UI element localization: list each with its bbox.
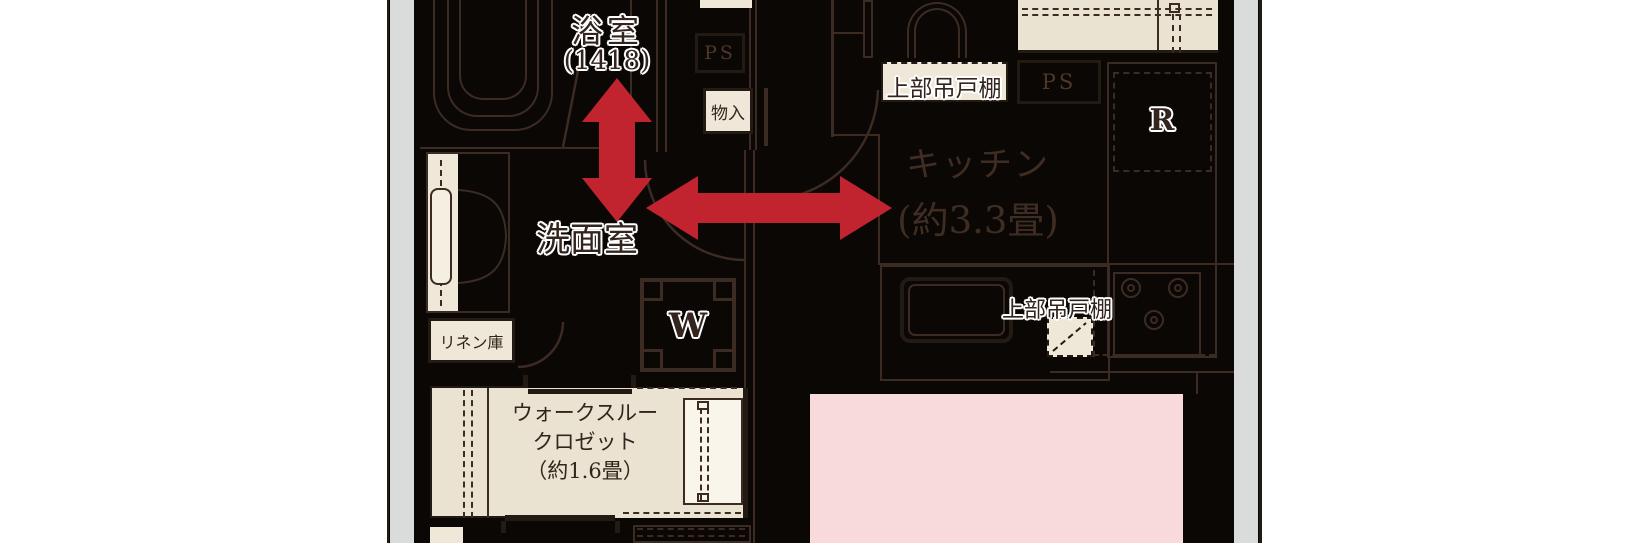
pipe-space-dash-2 <box>707 408 709 500</box>
ps-top-label: PS <box>704 42 736 64</box>
closet-bottom-jamb-1 <box>501 521 506 533</box>
wash-basin <box>430 188 452 285</box>
closet-vert-dash-1 <box>1172 14 1174 53</box>
kitchen-size-label: (約3.3畳) <box>897 199 1059 242</box>
plan-edge-left <box>387 0 389 543</box>
bathtub-middle <box>447 0 539 117</box>
kitchen-counter <box>880 265 1110 381</box>
sink-inner <box>908 284 1005 336</box>
closet-label: ウォークスルー クロゼット （約1.6畳） <box>460 399 710 486</box>
entry-column <box>863 0 873 58</box>
balcony-strip-left <box>390 0 414 543</box>
bathtub-outer <box>433 0 553 131</box>
washer-label: W <box>668 306 708 346</box>
sink-outer <box>900 277 1013 343</box>
bottom-step-dash-1 <box>637 528 745 530</box>
washer-corner-tl <box>641 279 663 301</box>
stove-burner-3 <box>1144 310 1164 330</box>
washer-corner-tr <box>713 279 735 301</box>
balcony-strip-right <box>1234 0 1258 543</box>
ps-shaft-top: PS <box>695 33 745 73</box>
closet-top-line <box>430 386 524 388</box>
wall-kitchen-h <box>832 134 880 136</box>
pipe-space-box <box>683 398 743 505</box>
upper-cabinet-1-label: 上部吊戸棚 <box>886 76 1002 102</box>
stove-burner-2 <box>1168 278 1188 298</box>
wall-hall-1 <box>656 0 658 152</box>
closet-label-line1: ウォークスルー <box>511 401 659 425</box>
closet-top-jamb-1 <box>523 375 528 388</box>
bottom-left-fragment <box>430 527 463 543</box>
linen-label: リネン庫 <box>439 332 504 352</box>
pipe-cap-top <box>697 401 709 410</box>
wall-hall-2 <box>665 0 667 152</box>
toilet-outline-inner <box>914 8 960 58</box>
fridge-space-box <box>1113 72 1212 172</box>
closet-right-edge <box>743 388 748 518</box>
vanity-counter <box>426 152 510 313</box>
plan-edge-right <box>1259 0 1262 543</box>
ps-right-label: PS <box>1041 70 1077 94</box>
closet-top-jamb-2 <box>631 375 636 388</box>
closet-hanger-dash-1 <box>463 390 465 518</box>
closet-bottom-dash <box>623 512 741 514</box>
toilet-outline-outer <box>907 2 967 58</box>
closet-top-dash <box>637 387 737 389</box>
closet-bottom-jamb-2 <box>615 521 620 533</box>
wall-entry-h <box>832 32 865 34</box>
bottom-step-box <box>633 525 751 543</box>
storage-box: 物入 <box>703 88 753 134</box>
closet-inner-line <box>487 388 489 518</box>
wall-pink-top <box>1050 371 1234 373</box>
upper-cabinet-2-label: 上部吊戸棚 <box>1001 298 1112 323</box>
closet-hanger-dash-2 <box>471 390 473 518</box>
wall-right-of-washer-a <box>744 150 746 390</box>
pipe-space-dash-1 <box>700 408 702 500</box>
stove-burner-1 <box>1121 278 1141 298</box>
kitchen-label: キッチン <box>906 145 1050 185</box>
washer-pan <box>640 278 736 372</box>
closet-label-line2: クロゼット <box>532 430 638 454</box>
wall-bath-right <box>630 0 632 148</box>
bathroom-size-label: (1418) <box>563 46 651 76</box>
wall-column-right-1 <box>749 0 751 150</box>
ps-shaft-right: PS <box>1017 60 1101 104</box>
closet-bottom-bar <box>505 515 615 521</box>
pipe-cap-bottom <box>697 493 709 502</box>
wall-pink-corner <box>1196 371 1198 394</box>
counter-dash-h <box>1093 354 1215 356</box>
closet-bottom-line <box>430 516 505 518</box>
bathtub-inner <box>459 0 527 100</box>
fridge-label: R <box>1149 103 1175 138</box>
pipe-cap-top-right <box>1169 3 1180 13</box>
closet-label-line3: （約1.6畳） <box>526 459 644 483</box>
upper-cabinet-1-box <box>881 62 1008 102</box>
washroom-label: 洗面室 <box>536 220 638 260</box>
bottom-step-dash-2 <box>637 535 745 537</box>
closet-partition-line <box>1157 0 1159 50</box>
kitchen-tall-counter <box>1107 62 1217 358</box>
counter-dash-v <box>1093 270 1095 357</box>
washer-corner-br <box>713 349 735 371</box>
wall-right-of-washer-b <box>753 150 755 543</box>
closet-vert-dash-2 <box>1179 14 1181 53</box>
washer-corner-bl <box>641 349 663 371</box>
storage-label: 物入 <box>711 103 745 124</box>
wall-bath-bottom <box>420 147 632 149</box>
hanger-pipe-line-1 <box>1022 8 1212 10</box>
linen-closet-box: リネン庫 <box>428 318 515 363</box>
living-area-highlight <box>810 394 1183 543</box>
hanger-pipe-line-2 <box>1022 14 1212 16</box>
ps-top-sliver <box>700 0 752 8</box>
wall-kitchen-counter-top <box>878 263 1234 265</box>
wall-kitchen-left-top <box>831 0 834 137</box>
closet-top-bar <box>528 389 632 394</box>
wall-column-right-2 <box>755 0 757 150</box>
